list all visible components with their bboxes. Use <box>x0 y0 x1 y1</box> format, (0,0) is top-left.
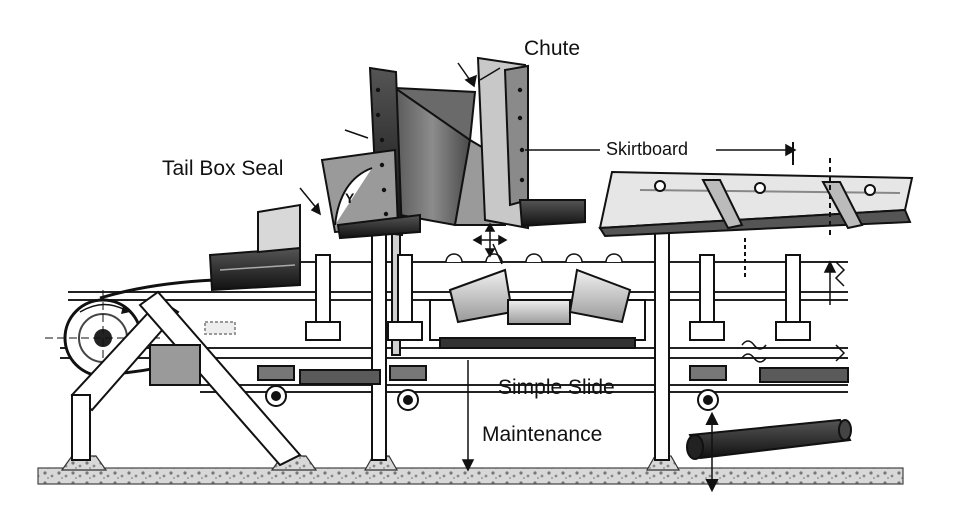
label-skirtboard: Skirtboard <box>606 139 689 159</box>
lift-arrow <box>823 260 837 305</box>
idler-posts <box>305 254 811 341</box>
svg-text:Y: Y <box>345 190 355 206</box>
tail-frame <box>70 290 302 467</box>
label-simple-slide: Simple Slide <box>498 376 615 399</box>
skirtboard <box>598 142 914 280</box>
slide-carriages <box>257 365 849 411</box>
label-chute: Chute <box>524 37 581 60</box>
callout-leaders <box>299 62 797 472</box>
rail-breaks <box>741 261 846 363</box>
adjust-cross-symbol <box>472 222 508 265</box>
label-maintenance: Maintenance <box>482 423 603 446</box>
chute-assembly: Y <box>320 56 586 240</box>
ground-base <box>37 467 904 485</box>
label-tail-box-seal: Tail Box Seal <box>162 157 284 180</box>
carry-rollers <box>445 253 623 263</box>
maintenance-roller <box>686 411 852 493</box>
tail-box-seal <box>204 203 301 335</box>
troughed-idler <box>429 268 646 349</box>
